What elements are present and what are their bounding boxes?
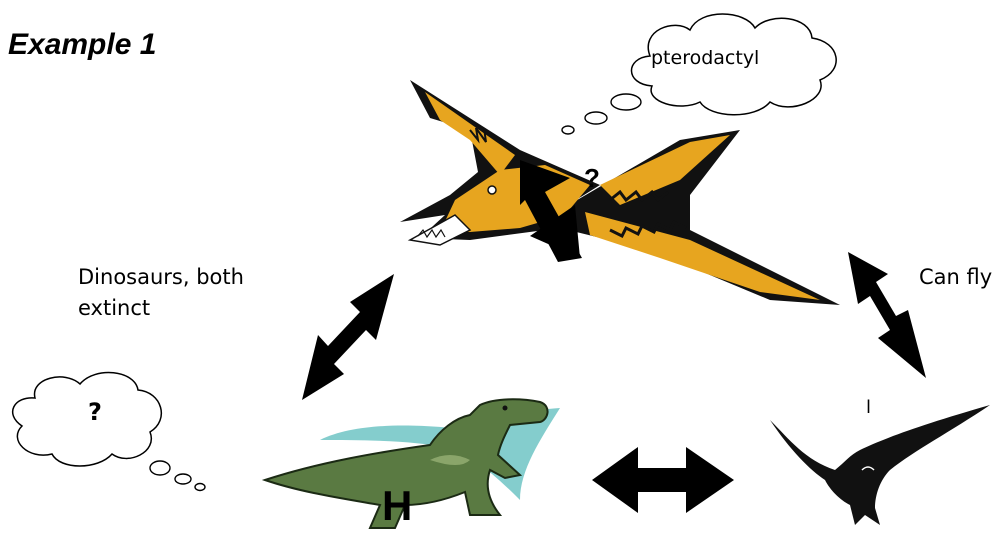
arrow-left-relation xyxy=(302,274,394,400)
arrow-right-relation xyxy=(848,252,926,378)
trex-mark: H xyxy=(382,482,412,530)
bird-mark: l xyxy=(866,392,871,423)
right-relation-label: Can fly xyxy=(919,262,992,293)
pterodactyl-icon xyxy=(400,80,840,305)
pterodactyl-mark: ? xyxy=(584,163,600,194)
thought-bubble-left xyxy=(13,373,205,491)
t-rex-icon xyxy=(265,399,560,528)
bird-icon xyxy=(770,405,990,525)
left-relation-label: Dinosaurs, both extinct xyxy=(78,262,244,324)
left-relation-line2: extinct xyxy=(78,293,244,324)
thought-bubble-left-text: ? xyxy=(88,398,102,426)
arrow-bottom-relation xyxy=(592,447,734,513)
left-relation-line1: Dinosaurs, both xyxy=(78,262,244,293)
thought-bubble-top xyxy=(562,14,836,134)
thought-bubble-top-text: pterodactyl xyxy=(651,47,759,69)
